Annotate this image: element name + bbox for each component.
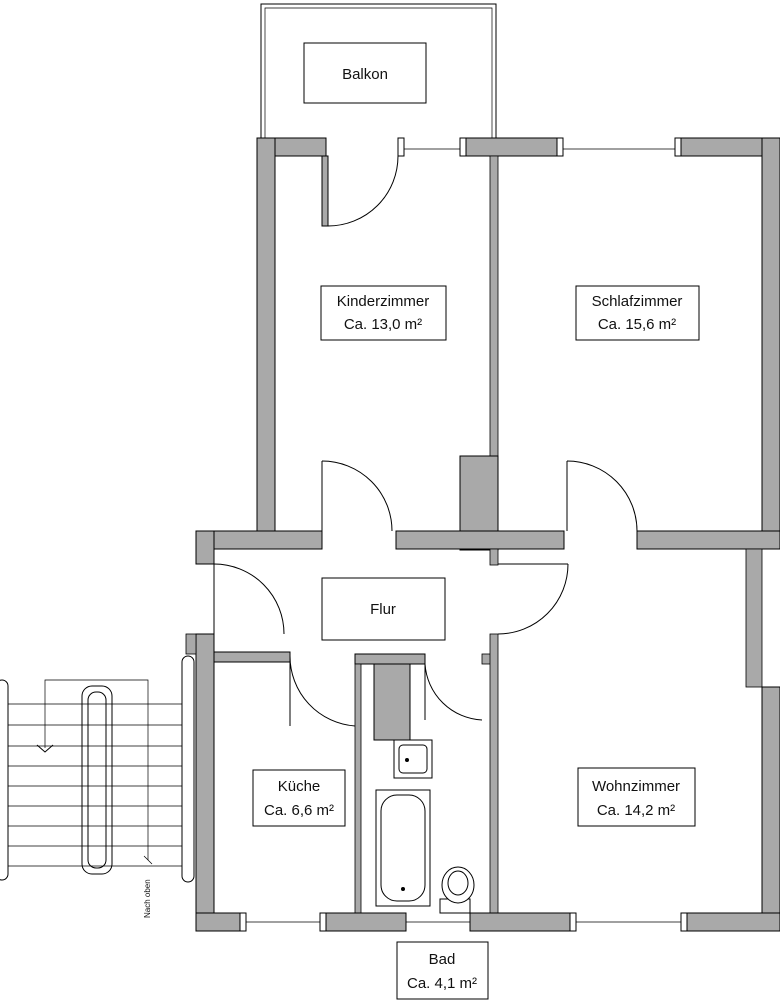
balkon-label: Balkon bbox=[342, 66, 388, 83]
flur-label: Flur bbox=[370, 601, 396, 618]
kueche-area: Ca. 6,6 m² bbox=[264, 802, 334, 819]
doors bbox=[213, 145, 638, 727]
kueche-label: Küche bbox=[278, 778, 321, 795]
bad-area: Ca. 4,1 m² bbox=[407, 975, 477, 992]
balcony: Balkon bbox=[260, 3, 497, 138]
kinderzimmer-label: Kinderzimmer bbox=[337, 293, 430, 310]
balkon-label-box bbox=[303, 42, 427, 104]
stairs-label: Nach oben bbox=[143, 879, 152, 918]
schlafzimmer-area: Ca. 15,6 m² bbox=[598, 316, 676, 333]
windows bbox=[239, 137, 688, 932]
bad-label: Bad bbox=[429, 951, 456, 968]
kinderzimmer-area: Ca. 13,0 m² bbox=[344, 316, 422, 333]
wohnzimmer-area: Ca. 14,2 m² bbox=[597, 802, 675, 819]
bathroom-fixtures bbox=[375, 739, 475, 914]
schlafzimmer-label: Schlafzimmer bbox=[592, 293, 683, 310]
room-labels: Kinderzimmer Ca. 13,0 m² Schlafzimmer Ca… bbox=[252, 285, 700, 1000]
wohnzimmer-label: Wohnzimmer bbox=[592, 778, 680, 795]
walls bbox=[185, 137, 780, 932]
staircase: Nach oben bbox=[0, 655, 195, 918]
